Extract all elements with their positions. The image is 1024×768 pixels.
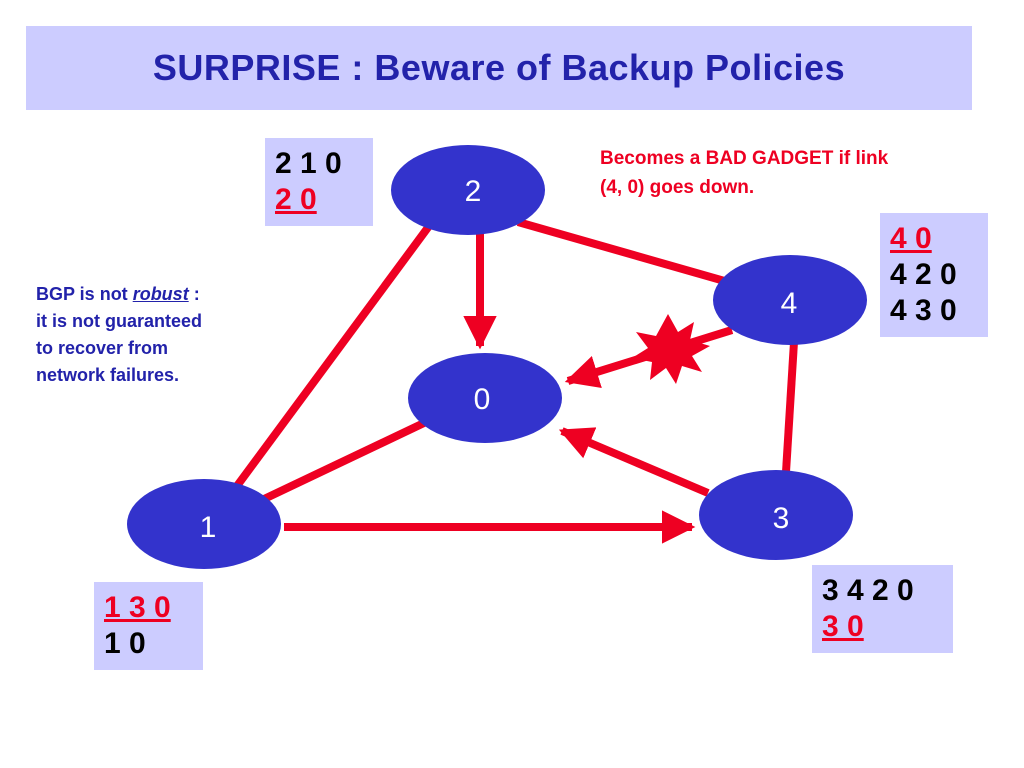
slide-title: SURPRISE : Beware of Backup Policies — [152, 47, 846, 88]
link-2-1 — [230, 219, 436, 493]
node-2: 2 — [391, 145, 545, 235]
path-table-node-4: 4 0 4 2 0 4 3 0 — [880, 213, 988, 337]
link-1-0 — [260, 418, 428, 504]
node-4: 4 — [713, 255, 867, 345]
link-2-4 — [516, 218, 730, 286]
bgp-note-suffix: : — [188, 284, 200, 304]
path-entry: 4 3 0 — [890, 294, 957, 327]
bgp-robustness-note: BGP is not robust : it is not guaranteed… — [36, 281, 276, 389]
link-4-3 — [782, 341, 798, 473]
node-4-label: 4 — [781, 287, 798, 320]
path-entry: 1 0 — [104, 627, 146, 660]
bgp-note-line-4: network failures. — [36, 365, 180, 385]
title-banner: SURPRISE : Beware of Backup Policies — [26, 26, 972, 110]
path-entry-selected: 2 0 — [275, 183, 317, 216]
node-1: 1 — [127, 479, 281, 569]
bad-gadget-note-line-2: (4, 0) goes down. — [600, 177, 755, 198]
bgp-note-prefix: BGP is not — [36, 284, 133, 304]
path-entry: 4 2 0 — [890, 258, 957, 291]
node-0: 0 — [408, 353, 562, 443]
bgp-note-line-2: it is not guaranteed — [36, 311, 203, 331]
path-entry-selected: 1 3 0 — [104, 591, 171, 624]
node-1-label: 1 — [200, 511, 217, 544]
path-entry-selected: 3 0 — [822, 610, 864, 643]
path-table-node-1: 1 3 0 1 0 — [94, 582, 203, 670]
path-entry-selected: 4 0 — [890, 222, 932, 255]
node-0-label: 0 — [474, 383, 491, 416]
bgp-note-emphasis: robust — [132, 284, 189, 304]
arrow-3-0 — [558, 427, 710, 497]
bgp-note-line-1: BGP is not robust : — [36, 281, 276, 308]
link-failure-burst-icon — [632, 314, 710, 384]
path-entry: 3 4 2 0 — [822, 574, 914, 607]
bgp-note-line-3: to recover from — [36, 338, 169, 358]
path-table-node-3: 3 4 2 0 3 0 — [812, 565, 953, 653]
path-entry: 2 1 0 — [275, 147, 342, 180]
node-2-label: 2 — [465, 175, 482, 208]
node-3: 3 — [699, 470, 853, 560]
bad-gadget-note: Becomes a BAD GADGET if link (4, 0) goes… — [600, 144, 1000, 202]
bad-gadget-note-line-1: Becomes a BAD GADGET if link — [600, 148, 889, 169]
path-table-node-2: 2 1 0 2 0 — [265, 138, 373, 226]
node-3-label: 3 — [773, 502, 790, 535]
